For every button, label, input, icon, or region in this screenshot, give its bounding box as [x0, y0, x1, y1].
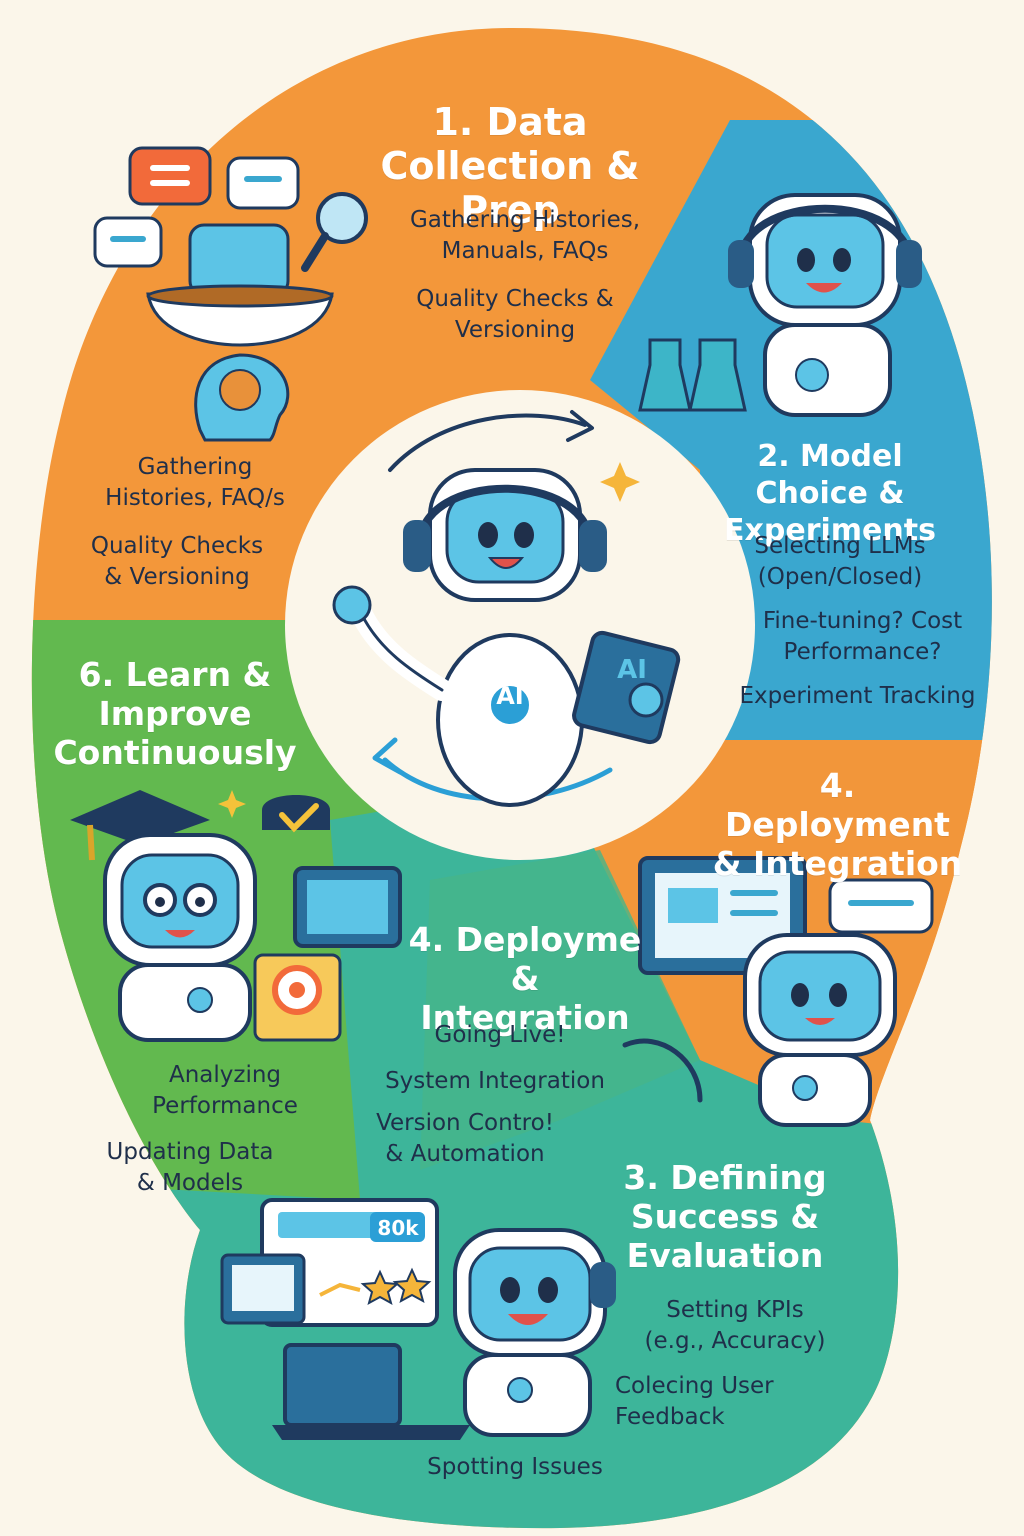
segment-deploy-evaluate — [31, 780, 992, 1529]
robot-tablet-badge: AI — [617, 655, 647, 685]
chat-bubble-icon — [226, 156, 300, 210]
checkmark-icon — [279, 803, 319, 833]
headset-icon — [728, 240, 754, 288]
segment-overlap — [420, 850, 700, 1170]
stage-2-item-3: Experiment Tracking — [739, 683, 976, 709]
stage-3-item-3: Spotting Issues — [427, 1454, 603, 1480]
sparkle-icon — [600, 462, 640, 502]
experiment-robot-illustration — [638, 193, 922, 417]
data-funnel-illustration — [93, 146, 368, 442]
cycle-arrow-icon — [388, 413, 587, 472]
magnifier-icon — [316, 192, 368, 244]
graduation-cap-icon — [70, 790, 210, 845]
sparkle-icon — [218, 790, 246, 818]
stage-4b-item-3: Version Contro! & Automation — [376, 1110, 554, 1167]
stage-1-title: 1. Data Collection & Prep — [380, 100, 640, 232]
score-badge: 80k — [377, 1216, 419, 1240]
stage-1-item-2: Quality Checks & Versioning — [416, 286, 614, 343]
cycle-arrowhead-icon — [372, 737, 403, 775]
flask-icon — [688, 338, 747, 412]
stage-4b-item-2: System Integration — [385, 1068, 605, 1094]
laptop-icon — [283, 1343, 402, 1427]
evaluation-robot-illustration — [220, 1198, 616, 1440]
stage-2-item-2: Fine-tuning? Cost Performance? — [762, 608, 963, 665]
center-circle — [285, 390, 755, 860]
stage-3-item-1: Setting KPIs (e.g., Accuracy) — [644, 1297, 826, 1354]
star-rating-icon — [360, 1269, 400, 1306]
stage-1b-item-2: Quality Checks & Versioning — [90, 533, 264, 590]
star-rating-icon — [392, 1267, 432, 1304]
chat-bubble-icon — [128, 146, 212, 206]
stage-4b-item-1: Going Live! — [434, 1022, 566, 1048]
stage-4a-title: 4. Deployment & Integration — [712, 766, 963, 883]
brain-icon — [219, 369, 261, 411]
stage-3-item-2: Colecing User Feedback — [615, 1373, 774, 1430]
stage-4b-title: 4. Deployme & Integration — [408, 920, 642, 1037]
stage-2-item-1: Selecting LLMs (Open/Closed) — [754, 533, 926, 590]
center-robot — [332, 468, 681, 807]
stage-1b-item-1: Gathering Histories, FAQ/s — [105, 454, 285, 511]
stage-3-title: 3. Defining Success & Evaluation — [623, 1158, 827, 1275]
stage-6-item-2: Updating Data & Models — [106, 1139, 274, 1196]
stage-6-item-1: Analyzing Performance — [152, 1062, 298, 1119]
stage-1-item-1: Gathering Histories, Manuals, FAQs — [409, 207, 641, 264]
cycle-arrowhead-icon — [566, 410, 594, 442]
stage-6-title: 6. Learn & Improve Continuously — [53, 655, 297, 772]
deployment-robot-illustration — [622, 856, 934, 1127]
robot-chest-badge: AI — [496, 682, 524, 710]
graduate-robot-illustration — [70, 790, 402, 1042]
stage-2-title: 2. Model Choice & Experiments — [724, 439, 936, 548]
